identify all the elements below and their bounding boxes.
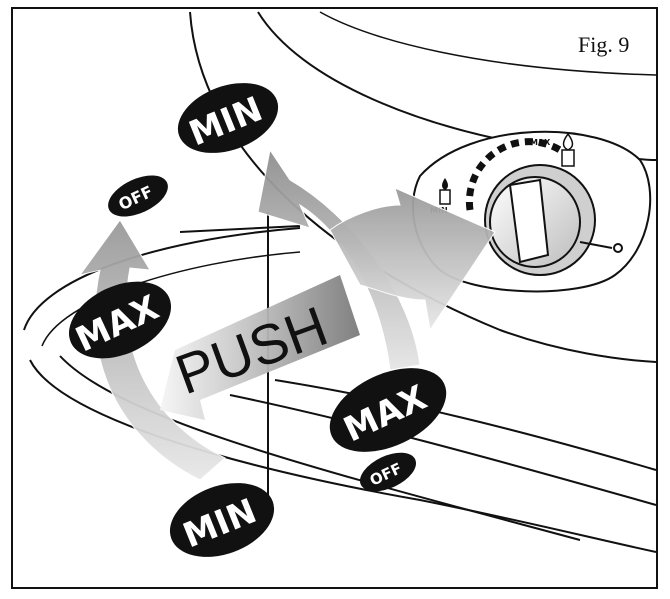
rotation-arrow-left xyxy=(78,219,226,481)
label-off-right: OFF xyxy=(359,452,417,492)
knob-handle[interactable] xyxy=(508,178,550,264)
knob-pointer-line xyxy=(579,241,613,249)
rotation-arrow-middle xyxy=(257,148,421,371)
knob-push-arrow xyxy=(329,187,496,332)
label-off-top: OFF xyxy=(108,175,168,217)
large-flame-icon xyxy=(561,132,575,167)
figure-label: Fig. 9 xyxy=(578,32,629,57)
small-flame-icon xyxy=(439,178,451,205)
knob-indicator-dot xyxy=(613,243,623,253)
knob-scale xyxy=(465,138,562,211)
knob-max-label: MAX xyxy=(530,138,551,147)
push-arrow xyxy=(160,275,360,420)
